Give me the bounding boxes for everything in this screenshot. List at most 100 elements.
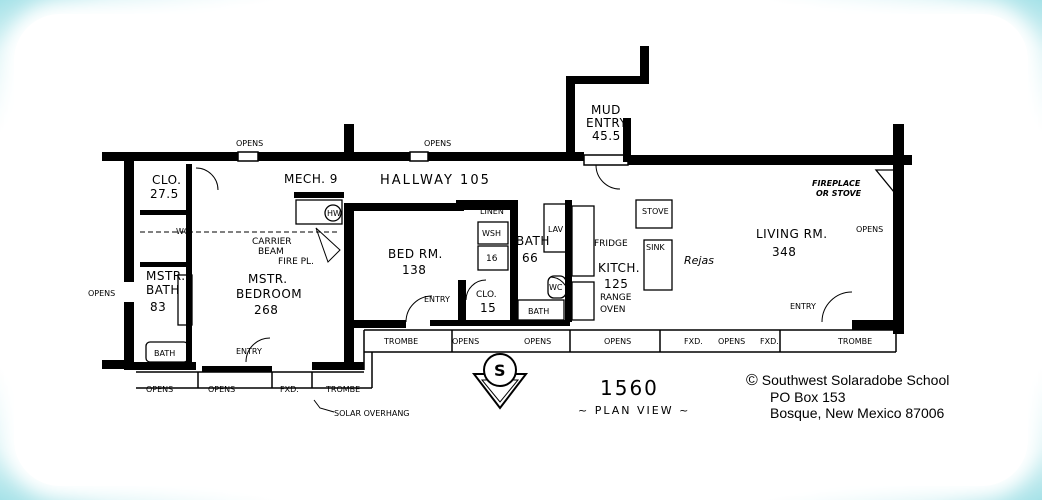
top-windows	[237, 151, 629, 166]
mstr-bed-area: 268	[254, 303, 278, 317]
bath-tub2	[517, 299, 565, 321]
wall-mud-top	[566, 76, 644, 84]
range-label1: RANGE	[600, 293, 632, 303]
kitch-area: 125	[604, 277, 628, 291]
wall-mud-chimney	[344, 124, 354, 154]
opens-south-3: OPENS	[604, 337, 631, 346]
wall-top-mid2	[428, 152, 584, 161]
opens-south-4: OPENS	[718, 337, 745, 346]
wall-bath-right	[510, 200, 518, 322]
entry-1: ENTRY	[236, 347, 262, 356]
fixtures	[145, 169, 895, 363]
mstr-bath-label2: BATH	[146, 283, 180, 297]
carrier-label2: BEAM	[258, 247, 284, 257]
mud-area: 45.5	[592, 129, 621, 143]
master-tub-label: BATH	[154, 349, 175, 358]
wc-label: WC	[549, 283, 563, 292]
wall-mud-top2	[640, 46, 649, 84]
compass-label: S	[494, 361, 506, 380]
bath-label: BATH	[516, 234, 550, 248]
kitch-label: KITCH.	[598, 261, 640, 275]
sink	[643, 239, 673, 291]
washer	[477, 221, 509, 245]
opens-living: OPENS	[856, 225, 883, 234]
tub16-label: 16	[486, 254, 498, 264]
door-swings	[195, 164, 853, 363]
solar-overhang: SOLAR OVERHANG	[334, 409, 410, 418]
mech-label: MECH. 9	[284, 172, 338, 186]
wall-bottom-left	[124, 362, 196, 370]
copyright-icon: ©	[746, 372, 758, 389]
opens-left: OPENS	[88, 289, 115, 298]
wall-top-left	[102, 152, 238, 161]
wall-closet	[140, 210, 188, 215]
opens-bottom-1: OPENS	[146, 385, 173, 394]
linen-label: LINEN	[480, 207, 504, 216]
bed-label: BED RM.	[388, 247, 443, 261]
stove-box	[635, 199, 673, 229]
fxd-2: FXD.	[760, 337, 779, 346]
wall-top-mid	[258, 152, 410, 161]
entry-3: ENTRY	[790, 302, 816, 311]
opens-top-1: OPENS	[236, 139, 263, 148]
mstr-bath-label1: MSTR.	[146, 269, 186, 283]
credit-block: ©Southwest Solaradobe School PO Box 153 …	[746, 372, 949, 421]
dryer	[477, 245, 509, 271]
credit-line-2: PO Box 153	[770, 389, 846, 405]
sink-label: SINK	[646, 243, 665, 252]
plan-title: ~ PLAN VIEW ~	[578, 404, 691, 417]
wall-mud-right	[623, 118, 631, 162]
wall-right	[893, 124, 904, 334]
bath-area: 66	[522, 251, 538, 265]
living-label: LIVING RM.	[756, 227, 828, 241]
fridge-label: FRIDGE	[594, 239, 628, 249]
wall-living-bottom	[852, 320, 904, 330]
mstr-bed-label2: BEDROOM	[236, 287, 302, 301]
opens-bottom-2: OPENS	[208, 385, 235, 394]
credit-org: Southwest Solaradobe School	[761, 372, 950, 388]
carrier-label1: CARRIER	[252, 237, 292, 247]
clo-area: 27.5	[150, 187, 179, 201]
hallway-label: HALLWAY 105	[380, 173, 491, 188]
opens-south-1: OPENS	[452, 337, 479, 346]
wall-mech	[294, 192, 344, 198]
lav-label: LAV	[548, 225, 564, 234]
stove-label: STOVE	[642, 207, 669, 216]
mech-box	[295, 199, 343, 225]
clo2-label: CLO.	[476, 290, 497, 300]
hw-label: HW	[327, 209, 341, 218]
mud-label2: ENTRY	[586, 116, 627, 130]
wc-master-label: WC	[176, 227, 190, 236]
wall-left	[124, 152, 134, 282]
range-label2: OVEN	[600, 305, 626, 315]
rejas-label: Rejas	[684, 254, 714, 267]
plan-number: 1560	[600, 376, 659, 400]
living-area: 348	[772, 245, 796, 259]
solar-overhang-line	[313, 399, 335, 413]
wall-top-right	[628, 155, 912, 165]
plan-card	[14, 14, 1028, 486]
wall-bath-block	[456, 200, 516, 210]
fire-pl-label: FIRE PL.	[278, 257, 314, 267]
entry-2: ENTRY	[424, 295, 450, 304]
fireplace	[874, 169, 895, 194]
wall-left-low	[124, 302, 134, 370]
credit-line-3: Bosque, New Mexico 87006	[770, 405, 945, 421]
opens-top-2: OPENS	[424, 139, 451, 148]
trombe-3: TROMBE	[325, 385, 360, 394]
wall-closet2	[140, 262, 188, 267]
compass-icon: S	[471, 353, 529, 410]
wall-clo2-left	[458, 280, 466, 324]
clo-label: CLO.	[152, 173, 181, 187]
trombe-1: TROMBE	[383, 337, 418, 346]
wall-left-stub	[102, 360, 134, 369]
wall-kitchen-sep	[565, 200, 572, 322]
wall-bedrm-bottom	[344, 320, 406, 328]
fireplace-label2: OR STOVE	[816, 189, 862, 198]
wc2	[547, 275, 567, 299]
tub-master	[145, 341, 189, 363]
wall-bottom-left2	[202, 366, 272, 372]
range-box	[571, 281, 595, 321]
mstr-bath-area: 83	[150, 300, 166, 314]
